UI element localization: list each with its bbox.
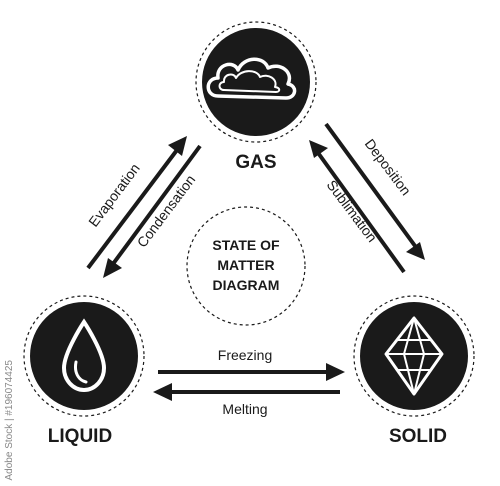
sublimation-arrow <box>309 140 406 274</box>
condensation-label: Condensation <box>134 172 199 251</box>
melting-label: Melting <box>222 401 267 417</box>
gas-node: GAS <box>195 21 317 173</box>
evaporation-arrow <box>86 136 187 270</box>
deposition-label: Deposition <box>362 136 415 198</box>
liquid-node: LIQUID <box>23 295 145 447</box>
evaporation-label: Evaporation <box>85 160 143 229</box>
solid-node: SOLID <box>353 295 475 447</box>
droplet-icon <box>61 318 107 393</box>
freezing-label: Freezing <box>218 347 272 363</box>
freezing-arrow <box>158 363 345 381</box>
solid-label: SOLID <box>389 426 447 447</box>
crystal-icon <box>384 316 444 396</box>
melting-arrow <box>153 383 340 401</box>
center-line-1: STATE OF <box>212 237 280 253</box>
cloud-icon <box>206 57 297 100</box>
center-line-3: DIAGRAM <box>213 277 280 293</box>
gas-label: GAS <box>235 152 276 173</box>
condensation-arrow <box>103 144 202 278</box>
watermark: Adobe Stock | #196074425 <box>4 360 15 481</box>
deposition-arrow <box>324 122 425 260</box>
center-line-2: MATTER <box>217 257 274 273</box>
liquid-label: LIQUID <box>48 426 112 447</box>
center-label-group: STATE OF MATTER DIAGRAM <box>186 206 306 326</box>
